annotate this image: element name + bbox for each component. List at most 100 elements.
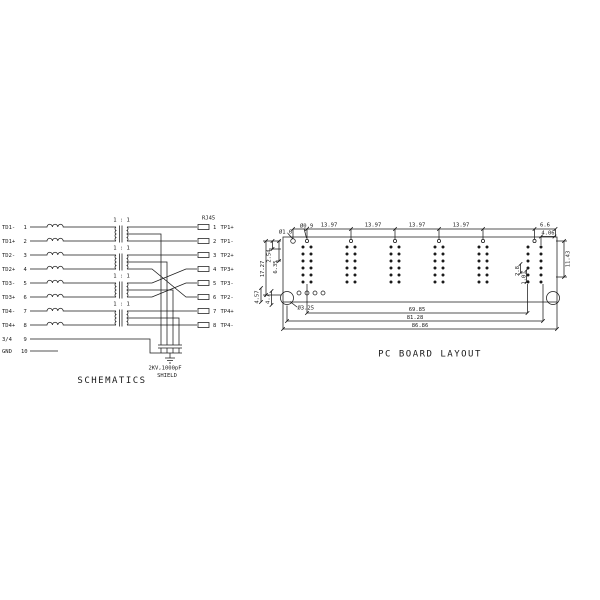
pcb-hole (539, 259, 543, 263)
pcb-hole (477, 259, 481, 263)
pin-pad (197, 322, 210, 328)
dim-tick (518, 261, 523, 267)
pcb-hole (539, 273, 543, 277)
left-pin-number: 7 (24, 309, 27, 315)
pcb-hole (477, 245, 481, 249)
right-pin-label: TP4+ (221, 309, 235, 315)
left-pin-label: GND (2, 349, 12, 355)
dim-left-e: 4.7 (266, 294, 272, 304)
signal-line (30, 307, 116, 312)
pcb-hole (345, 273, 349, 277)
dim-right-pitch: 4.06 (541, 231, 554, 237)
rj45-label: RJ45 (202, 216, 215, 222)
pcb-hole (389, 266, 393, 270)
pcb-hole (389, 245, 393, 249)
pcb-hole (441, 259, 445, 263)
center-tap-line (128, 261, 168, 344)
pcb-hole (477, 280, 481, 284)
dim-tick (258, 299, 264, 305)
pcb-pin-hole (532, 239, 537, 243)
pcb-hole (433, 245, 437, 249)
dim-hole-pin: Ø0.9 (300, 223, 313, 230)
pcb-hole (309, 273, 313, 277)
pcb-shield-hole (320, 290, 326, 296)
pcb-hole (389, 259, 393, 263)
pcb-hole (309, 280, 313, 284)
pcb-hole (485, 252, 489, 256)
right-pin-number: 1 (213, 225, 216, 231)
dim-inner-b: 1.01 (522, 271, 528, 284)
pcb-hole (526, 252, 530, 256)
pcb-pin-hole (305, 239, 309, 243)
left-pin-label: TD4+ (2, 323, 16, 329)
dim-inner-a: 2.8 (515, 266, 521, 276)
pin-pad (197, 266, 210, 272)
dim-tick (269, 302, 274, 308)
pcb-hole (485, 245, 489, 249)
pcb-hole (526, 273, 530, 277)
transformer-ratio-label: 1 : 1 (113, 302, 130, 308)
transformer-ratio-label: 1 : 1 (113, 246, 130, 252)
pcb-hole (539, 245, 543, 249)
pcb-hole (397, 273, 401, 277)
dim-left-a: 17.27 (260, 261, 266, 278)
pcb-hole (353, 266, 357, 270)
pcb-section: Ø1.6 Ø0.9 13.97 13.97 13.97 13.97 6.6 4.… (255, 223, 572, 360)
pcb-hole (397, 280, 401, 284)
secondary-coil (126, 282, 129, 298)
pcb-holes-and-dimension-lines (258, 226, 567, 332)
dim-tick (524, 267, 529, 273)
pin-pad (197, 252, 210, 258)
dim-pitch-2: 13.97 (365, 223, 382, 229)
dim-tick (258, 285, 264, 291)
signal-line (30, 237, 116, 242)
pcb-hole (397, 259, 401, 263)
pcb-hole (485, 259, 489, 263)
pcb-hole (526, 245, 530, 249)
left-pin-label: TD1- (2, 225, 15, 231)
signal-crossover-line (127, 268, 197, 298)
pcb-hole (309, 245, 313, 249)
pcb-hole (389, 273, 393, 277)
left-pin-label: TD2- (2, 253, 15, 259)
pcb-pin-hole (349, 239, 353, 243)
right-pin-label: TP4- (221, 323, 234, 329)
pcb-hole (301, 280, 305, 284)
right-pin-number: 2 (213, 239, 216, 245)
dim-tick (524, 279, 529, 285)
dim-hole-mount: Ø3.25 (298, 305, 315, 312)
pin-pad (197, 224, 210, 230)
leader-line (287, 233, 293, 239)
left-pin-number: 8 (24, 323, 27, 329)
pcb-hole (353, 259, 357, 263)
pcb-hole (539, 266, 543, 270)
pcb-hole (345, 259, 349, 263)
pcb-pin-hole (481, 239, 485, 243)
transformer-ratio-label: 1 : 1 (113, 274, 130, 280)
left-pin-number: 1 (24, 225, 27, 231)
signal-line (30, 223, 116, 228)
right-pin-number: 5 (213, 281, 216, 287)
right-pin-label: TP3- (221, 281, 234, 287)
pcb-hole (389, 280, 393, 284)
signal-line (30, 321, 116, 326)
shield-line (30, 338, 158, 354)
dim-left-d: 4.57 (255, 290, 261, 303)
pcb-hole (389, 252, 393, 256)
pcb-board-outline (282, 236, 558, 303)
pcb-shield-hole (296, 290, 302, 296)
left-pin-label: TD1+ (2, 239, 16, 245)
dim-right-span: 6.6 (540, 223, 550, 229)
pcb-hole (477, 266, 481, 270)
left-pin-number: 2 (24, 239, 27, 245)
pcb-hole (441, 273, 445, 277)
pcb-hole (441, 280, 445, 284)
mount-hole-right (546, 291, 560, 305)
dim-pitch-3: 13.97 (409, 223, 426, 229)
pcb-hole (301, 273, 305, 277)
dim-bottom-c: 86.86 (412, 323, 429, 329)
dim-bottom-b: 81.28 (407, 315, 424, 321)
pcb-hole (433, 259, 437, 263)
pcb-hole (353, 273, 357, 277)
